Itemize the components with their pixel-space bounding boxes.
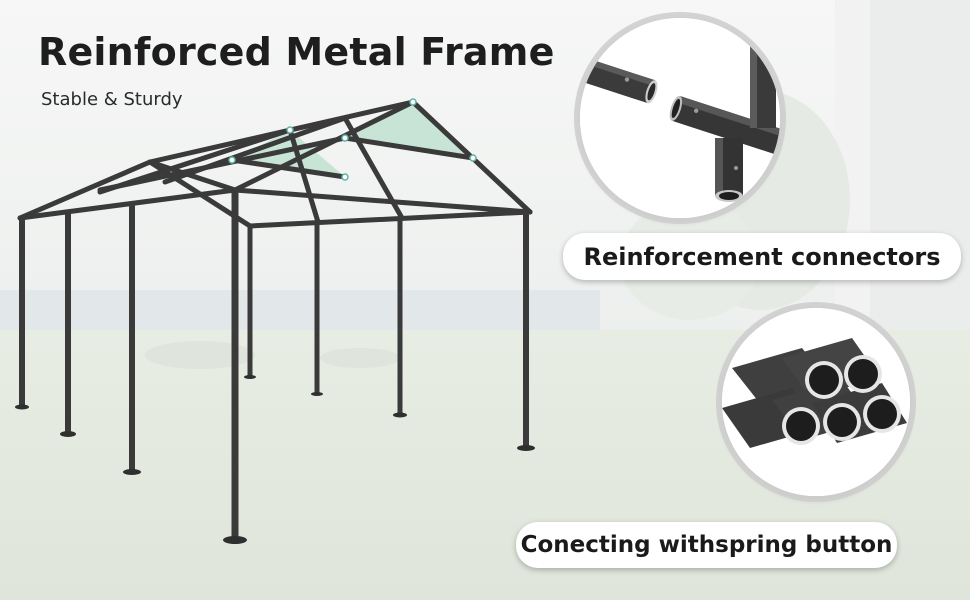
spring-button-label: Conecting withspring button — [516, 522, 897, 568]
roof-panel-front — [232, 130, 345, 177]
page-subtitle: Stable & Sturdy — [41, 89, 183, 110]
pipe-connector-icon — [580, 18, 780, 218]
reinforcement-connectors-label: Reinforcement connectors — [563, 233, 961, 280]
connector-detail-circle — [580, 18, 780, 218]
joint-markers — [228, 98, 477, 181]
roof-panel-rear — [345, 102, 473, 158]
leg-feet — [15, 375, 535, 544]
frame-tubes — [17, 99, 533, 542]
tube-ends — [782, 355, 901, 445]
page-title: Reinforced Metal Frame — [38, 30, 555, 74]
tube-bundle-icon — [722, 308, 910, 496]
tube-bundle-circle — [722, 308, 910, 496]
roof-panels — [232, 102, 473, 177]
